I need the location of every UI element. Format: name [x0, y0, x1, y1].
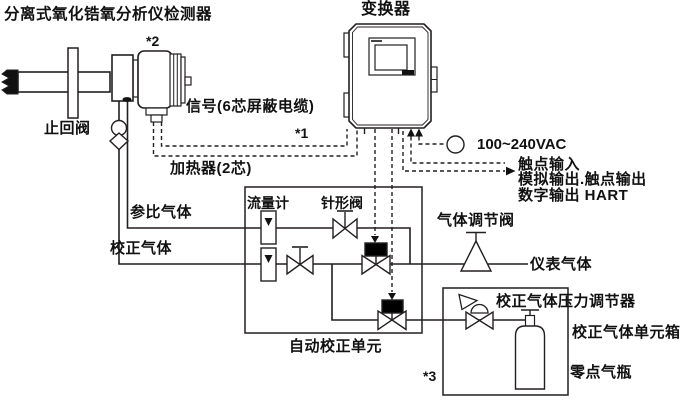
arrow-down-icon [371, 236, 379, 243]
gas-port-fitting [122, 97, 132, 102]
arrow-down-icon [388, 293, 396, 300]
terminal-head [137, 50, 173, 109]
cable-gland-upper [145, 107, 168, 116]
solenoid-coil [364, 242, 388, 257]
head-end-cap [180, 56, 186, 104]
probe-flange [67, 47, 79, 119]
zero-gas-pipe [331, 264, 527, 321]
heater-cable-run [152, 122, 358, 157]
head-ribs [169, 53, 182, 107]
head-nub [184, 76, 192, 86]
note-3-label: *3 [423, 368, 437, 384]
solenoid-valve-2 [377, 299, 407, 331]
power-supply-label: 100~240VAC [477, 136, 567, 153]
converter-housing [348, 23, 432, 129]
detector-probe-assembly [0, 47, 192, 123]
power-supply-terminal [446, 135, 465, 154]
gas-regulating-valve-label: 气体调节阀 [437, 212, 515, 229]
electrical-wiring [152, 122, 505, 292]
note-2-label: *2 [146, 33, 160, 49]
zero-gas-cylinder-symbol [514, 309, 546, 390]
probe-body [111, 54, 134, 102]
power-line [418, 136, 446, 145]
cal-gas-unit-box-label: 校正气体单元箱 [572, 324, 681, 341]
pressure-regulator-label: 校正气体压力调节器 [496, 293, 636, 310]
wiring-arrowheads [371, 128, 516, 300]
converter-unit [343, 23, 438, 134]
calibration-gas-unit-box [442, 287, 569, 396]
float-icon [264, 255, 273, 263]
gas-regulating-valve-symbol [459, 231, 493, 272]
check-valve-symbol [108, 119, 130, 151]
flow-meter-label: 流量计 [247, 195, 289, 211]
flow-meter-reference [260, 210, 277, 245]
display-screen [374, 44, 408, 71]
float-icon [264, 218, 273, 226]
probe-tip [0, 69, 19, 95]
calibration-gas-label: 校正气体 [110, 240, 173, 257]
zero-gas-cylinder-label: 零点气瓶 [570, 364, 633, 381]
needle-valve-label: 针形阀 [321, 195, 363, 211]
signal-cable-label: 信号(6芯屏蔽电缆) [186, 98, 315, 115]
check-valve-label: 止回阀 [44, 120, 91, 137]
output-line [402, 131, 505, 172]
auto-calibration-unit-label: 自动校正单元 [289, 338, 383, 355]
arrow-up-icon [407, 128, 415, 137]
arrow-right-icon [506, 166, 516, 176]
calibration-gas-pipe [118, 101, 528, 265]
panel-text-marks [371, 40, 382, 42]
panel-keypad-bar [402, 70, 414, 75]
reference-gas-label: 参比气体 [130, 204, 193, 221]
display-panel [368, 37, 416, 76]
arrow-up-icon [415, 128, 423, 137]
note-1-label: *1 [295, 125, 309, 141]
converter-label: 变换器 [361, 1, 411, 18]
contact-input-label: 触点输入 [518, 156, 581, 173]
flow-meters [260, 210, 277, 282]
flow-meter-calibration [260, 247, 277, 282]
cable-gland-lower [150, 114, 163, 123]
pressure-regulator-symbol [458, 293, 494, 331]
heater-cable-label: 加热器(2芯) [170, 160, 252, 177]
auto-calibration-unit-box [244, 186, 423, 334]
instrument-gas-label: 仪表气体 [530, 256, 593, 273]
needle-valve-symbol [332, 210, 358, 240]
stop-valve-symbol [286, 246, 314, 276]
analog-contact-output-label: 模拟输出.触点输出 [518, 171, 647, 188]
page-title: 分离式氧化锆氧分析仪检测器 [4, 6, 213, 23]
digital-output-hart-label: 数字输出 HART [518, 187, 629, 204]
contact-input-line [410, 136, 505, 164]
solenoid-coil [381, 299, 404, 314]
probe-tube [17, 71, 111, 93]
signal-cable-run [160, 122, 348, 147]
solenoid-valve-1 [361, 242, 391, 276]
